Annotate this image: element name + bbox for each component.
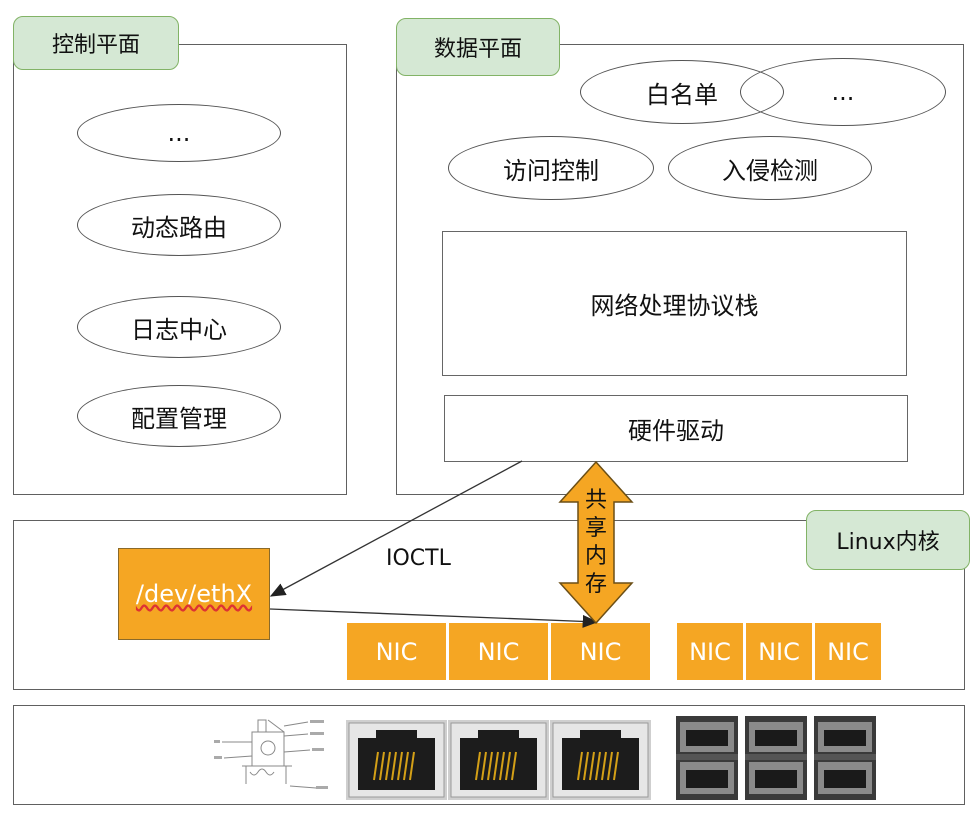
sfp-port-3-icon: [814, 716, 876, 800]
nic-6: NIC: [814, 622, 882, 681]
ioctl-label: IOCTL: [386, 546, 451, 571]
shared-memory-label: 共享内存: [584, 488, 607, 597]
nic-4: NIC: [676, 622, 744, 681]
dev-ethx-label: /dev/ethX: [135, 580, 253, 608]
sfp-port-1-icon: [676, 716, 738, 800]
access-control-ellipse: 访问控制: [448, 136, 654, 200]
data-plane-title: 数据平面: [396, 18, 560, 76]
intrusion-detection-ellipse: 入侵检测: [668, 136, 872, 200]
schematic-diagram-icon: [214, 719, 328, 789]
sfp-port-2-icon: [745, 716, 807, 800]
rj45-port-2-icon: [448, 720, 549, 800]
whitelist-ellipse: 白名单: [580, 60, 784, 124]
hardware-driver-box: 硬件驱动: [444, 395, 908, 462]
protocol-stack-box: 网络处理协议栈: [442, 231, 907, 376]
nic-5: NIC: [745, 622, 813, 681]
nic-2: NIC: [448, 622, 549, 681]
nic-1: NIC: [346, 622, 447, 681]
extra-ellipse: ...: [740, 58, 946, 126]
control-item-dynamic-routing: 动态路由: [77, 194, 281, 256]
linux-kernel-title: Linux内核: [806, 510, 970, 570]
dev-ethx-node: /dev/ethX: [118, 548, 270, 640]
rj45-port-3-icon: [550, 720, 651, 800]
rj45-port-1-icon: [346, 720, 447, 800]
control-item-log-center: 日志中心: [77, 296, 281, 358]
control-item-ellipsis: ...: [77, 104, 281, 162]
control-plane-title: 控制平面: [13, 16, 179, 70]
nic-3: NIC: [550, 622, 651, 681]
control-item-config-management: 配置管理: [77, 385, 281, 447]
